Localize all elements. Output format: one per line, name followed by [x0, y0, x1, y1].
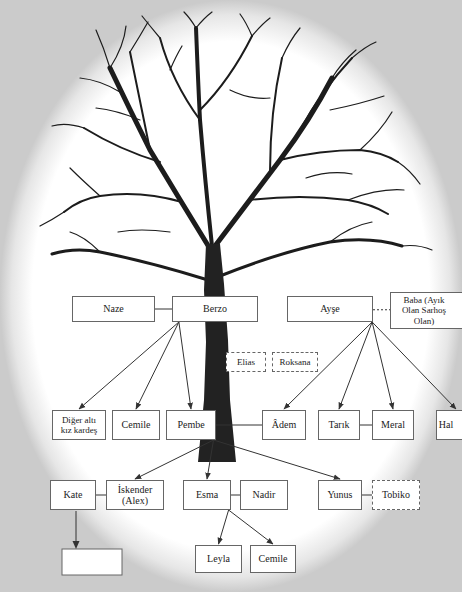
person-box: Naze — [72, 296, 155, 322]
person-box: Ayşe — [287, 296, 373, 322]
person-name: Elias — [237, 357, 255, 367]
person-box: Berzo — [172, 296, 258, 322]
descent-arrow — [372, 322, 393, 409]
person-name: Kate — [64, 489, 83, 501]
person-box: Diğer altı kız kardeş — [52, 410, 106, 440]
person-box: İskender (Alex) — [106, 480, 164, 510]
descent-arrow — [339, 322, 372, 409]
person-name: Leyla — [207, 553, 230, 565]
person-name: Cemile — [259, 553, 288, 565]
person-name: Diğer altı kız kardeş — [57, 415, 101, 436]
descent-arrow — [214, 440, 341, 479]
person-name: Roksana — [280, 357, 311, 367]
descent-line — [76, 511, 77, 543]
person-box: Pembe — [166, 410, 216, 440]
person-name: Baba (Ayık Olan Sarhoş Olan) — [395, 295, 453, 326]
person-box: Cemile — [250, 545, 296, 573]
dashed-person-box: Roksana — [272, 352, 318, 372]
descent-arrow — [179, 322, 191, 409]
person-box: Kate — [50, 480, 96, 510]
descent-arrow — [219, 510, 229, 544]
descent-arrow — [229, 510, 273, 544]
descent-arrow — [372, 322, 456, 409]
dashed-person-box: Tobiko — [372, 480, 420, 510]
person-name: İskender (Alex) — [111, 484, 159, 507]
relation-line — [216, 425, 262, 426]
cropped-box — [62, 549, 122, 575]
relation-line — [155, 309, 172, 310]
relation-line — [373, 309, 390, 310]
relation-line — [360, 425, 372, 426]
descent-arrow — [136, 322, 179, 409]
person-name: Tobiko — [382, 489, 410, 501]
relation-line — [96, 495, 106, 496]
relation-line — [231, 495, 240, 496]
person-name: Meral — [381, 419, 405, 431]
person-box: Cemile — [112, 410, 160, 440]
person-name: Hal — [439, 419, 453, 431]
person-name: Cemile — [122, 419, 151, 431]
person-box: Leyla — [195, 545, 242, 573]
person-box: Meral — [372, 410, 414, 440]
person-box: Tarık — [318, 410, 360, 440]
arrow-head — [73, 541, 80, 549]
descent-arrow — [135, 440, 214, 479]
person-name: Tarık — [329, 419, 350, 431]
descent-arrow — [79, 322, 179, 409]
person-box: Hal — [436, 410, 462, 440]
person-box: Âdem — [262, 410, 306, 440]
person-name: Esma — [196, 489, 218, 501]
person-box: Esma — [183, 480, 231, 510]
person-name: Naze — [103, 303, 124, 315]
person-name: Âdem — [272, 419, 296, 431]
person-name: Berzo — [203, 303, 227, 315]
person-box: Yunus — [318, 480, 362, 510]
person-name: Yunus — [327, 489, 352, 501]
dashed-person-box: Elias — [226, 352, 266, 372]
descent-arrow — [207, 440, 214, 479]
person-name: Nadir — [253, 489, 276, 501]
person-name: Pembe — [177, 419, 204, 431]
relation-line — [362, 495, 372, 496]
person-box: Nadir — [240, 480, 288, 510]
person-name: Ayşe — [320, 303, 340, 315]
person-box: Baba (Ayık Olan Sarhoş Olan) — [390, 292, 462, 329]
